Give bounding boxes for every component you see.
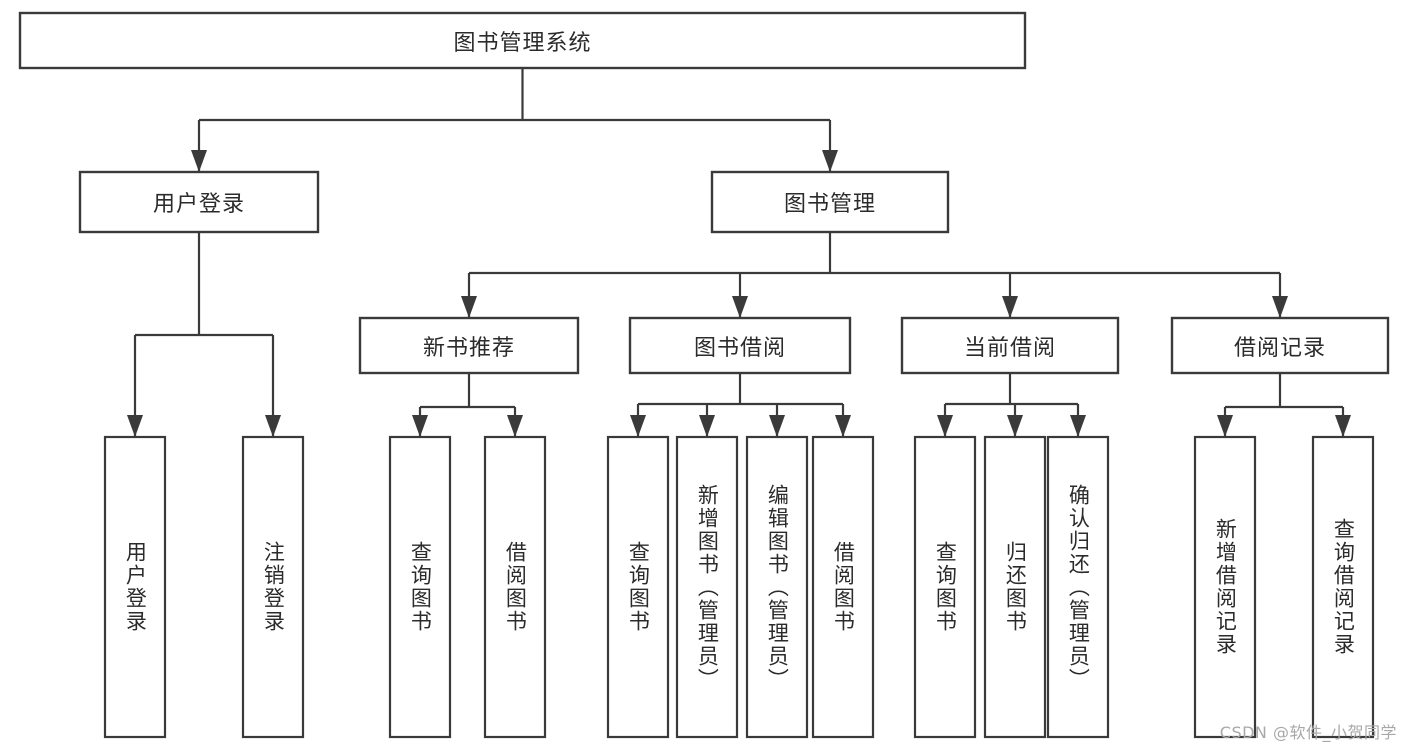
arrow-head-icon bbox=[265, 415, 281, 437]
arrow-head-icon bbox=[1070, 415, 1086, 437]
level3-node-current-borrow[interactable] bbox=[900, 316, 1120, 375]
arrow-head-icon bbox=[937, 415, 953, 437]
leaf-node-leaf-logout[interactable] bbox=[241, 435, 305, 739]
leaf-node-leaf-user-login[interactable] bbox=[103, 435, 167, 739]
connectors-layer bbox=[127, 68, 1351, 437]
arrow-head-icon bbox=[191, 150, 207, 172]
arrow-head-icon bbox=[412, 415, 428, 437]
arrow-head-icon bbox=[461, 296, 477, 318]
level2-node-user-login[interactable] bbox=[78, 170, 320, 234]
leaf-node-leaf-edit-book[interactable] bbox=[745, 435, 809, 739]
root-node-root[interactable] bbox=[18, 11, 1027, 70]
arrow-head-icon bbox=[769, 415, 785, 437]
arrow-head-icon bbox=[1335, 415, 1351, 437]
level3-node-borrow-records[interactable] bbox=[1170, 316, 1390, 375]
leaf-node-leaf-add-borrow-record[interactable] bbox=[1193, 435, 1257, 739]
leaf-node-leaf-query-book-current[interactable] bbox=[913, 435, 977, 739]
leaf-node-leaf-borrow-book[interactable] bbox=[811, 435, 875, 739]
arrow-head-icon bbox=[1002, 296, 1018, 318]
arrow-head-icon bbox=[699, 415, 715, 437]
arrow-head-icon bbox=[1272, 296, 1288, 318]
boxes-layer bbox=[18, 11, 1390, 739]
leaf-node-leaf-add-book[interactable] bbox=[675, 435, 739, 739]
arrow-head-icon bbox=[1217, 415, 1233, 437]
leaf-node-leaf-query-book-rec[interactable] bbox=[388, 435, 452, 739]
leaf-node-leaf-return-book[interactable] bbox=[983, 435, 1047, 739]
level3-node-new-book-recommend[interactable] bbox=[358, 316, 580, 375]
watermark: CSDN @软件_小贺同学 bbox=[1219, 723, 1397, 742]
arrow-head-icon bbox=[507, 415, 523, 437]
leaf-node-leaf-query-book-borrow[interactable] bbox=[606, 435, 670, 739]
arrow-head-icon bbox=[732, 296, 748, 318]
leaf-node-leaf-confirm-return[interactable] bbox=[1046, 435, 1110, 739]
arrow-head-icon bbox=[127, 415, 143, 437]
arrow-head-icon bbox=[1007, 415, 1023, 437]
arrow-head-icon bbox=[822, 150, 838, 172]
arrow-head-icon bbox=[630, 415, 646, 437]
arrow-head-icon bbox=[835, 415, 851, 437]
level2-node-book-management[interactable] bbox=[710, 170, 950, 234]
leaf-node-leaf-borrow-book-rec[interactable] bbox=[483, 435, 547, 739]
leaf-node-leaf-query-borrow-record[interactable] bbox=[1311, 435, 1375, 739]
level3-node-book-borrow[interactable] bbox=[628, 316, 852, 375]
